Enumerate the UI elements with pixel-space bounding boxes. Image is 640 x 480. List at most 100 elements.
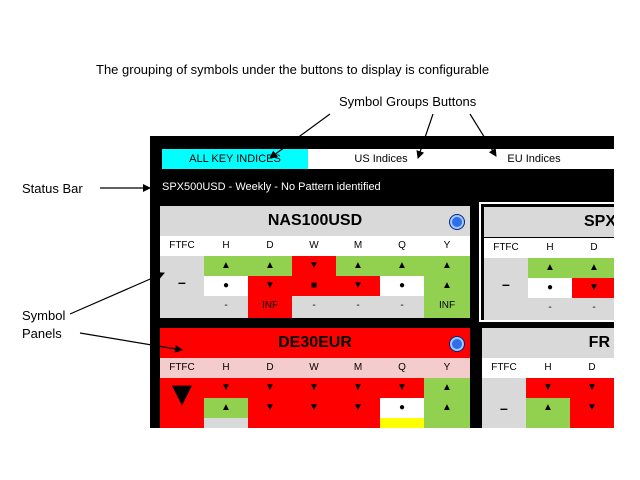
symbol-panels-caption-line2: Panels [22,326,62,341]
col-label-m: M [353,362,363,373]
trend-cell: ▼ [248,378,292,398]
trend-cell: ▼ [570,378,614,398]
ftfc-cell [484,258,528,320]
col-label-h: H [546,242,554,253]
trend-cell: ▼ [380,378,424,398]
col-label-y: Y [443,362,451,373]
arrow-to-nas-panel [69,272,165,315]
configurable-caption: The grouping of symbols under the button… [96,62,490,77]
pattern-cell [380,418,424,428]
candle-cell: ▼ [248,276,292,296]
ftfc-value: – [500,400,508,416]
pattern-cell [336,418,380,428]
column-header-row: FTFC H D [482,358,614,378]
candle-cell: ▼ [292,398,336,418]
pattern-cell: - [336,296,380,318]
candle-cell: ▲ [424,276,470,296]
col-label-w: W [309,240,319,251]
ftfc-cell [160,256,204,318]
col-label-w: W [309,362,319,373]
trend-cell: ▲ [336,256,380,276]
col-label-ftfc: FTFC [491,362,517,373]
pattern-cell [424,418,470,428]
col-label-h: H [544,362,552,373]
arrow-to-us-indices [416,113,434,159]
trend-cell: ▼ [526,378,570,398]
status-dot-icon [450,337,464,351]
pattern-cell: - [572,298,614,320]
trend-cell: ▲ [424,256,470,276]
trend-cell: ▲ [528,258,572,278]
ftfc-value: – [502,276,510,292]
arrow-to-all-key-indices [269,113,331,159]
pattern-cell [248,418,292,428]
column-header-row: FTFC H D W M Q Y [160,236,470,256]
status-bar: SPX500USD - Weekly - No Pattern identifi… [162,181,381,193]
indicator-window: ALL KEY INDICES US Indices EU Indices SP… [150,136,614,428]
pattern-cell [292,418,336,428]
col-label-ftfc: FTFC [169,240,195,251]
panel-title: SPX [484,207,614,237]
symbol-panel-spx500usd[interactable]: SPX FTFC H D – ▲ ▲ ● ▼ - - [479,202,614,322]
candle-cell: ▼ [336,276,380,296]
pattern-cell: INF [248,296,292,318]
status-bar-caption: Status Bar [22,181,83,196]
trend-cell: ▲ [380,256,424,276]
symbol-panel-fr[interactable]: FR FTFC H D – ▼ ▼ ▲ ▼ [482,328,614,428]
arrow-to-eu-indices [469,113,497,157]
candle-cell: ● [380,398,424,418]
column-header-row: FTFC H D W M Q Y [160,358,470,378]
symbol-panel-de30eur[interactable]: DE30EUR FTFC H D W M Q Y ▼ ▼ ▼ ▼ ▼ ▼ ▲ ▲… [160,328,474,428]
col-label-q: Q [398,362,406,373]
column-header-row: FTFC H D [484,238,614,258]
trend-cell: ▲ [204,256,248,276]
trend-cell: ▼ [292,256,336,276]
col-label-h: H [222,240,230,251]
candle-cell: ▼ [572,278,614,298]
candle-cell: ■ [292,276,336,296]
col-label-h: H [222,362,230,373]
col-label-ftfc: FTFC [169,362,195,373]
candle-cell: ▼ [336,398,380,418]
col-label-d: D [266,362,274,373]
col-label-d: D [590,242,598,253]
ftfc-cell [482,378,526,428]
symbol-panel-nas100usd[interactable]: NAS100USD FTFC H D W M Q Y – ▲ ▲ ▼ ▲ ▲ ▲… [160,206,474,322]
arrow-to-de30-panel [79,332,183,353]
status-dot-icon [450,215,464,229]
candle-cell: ▼ [248,398,292,418]
trend-cell: ▲ [424,378,470,398]
pattern-cell: INF [424,296,470,318]
candle-cell: ▲ [204,398,248,418]
col-label-ftfc: FTFC [493,242,519,253]
panel-title: DE30EUR [160,328,470,358]
ftfc-cell [160,378,204,428]
col-label-d: D [266,240,274,251]
pattern-cell [204,418,248,428]
candle-cell: ● [380,276,424,296]
panel-title: FR [482,328,614,358]
pattern-cell [526,418,570,428]
candle-cell: ▲ [424,398,470,418]
pattern-cell: - [528,298,572,320]
pattern-cell: - [204,296,248,318]
col-label-q: Q [398,240,406,251]
trend-cell: ▲ [248,256,292,276]
ftfc-down-arrow-icon: ▼ [165,375,199,413]
col-label-m: M [353,240,363,251]
candle-cell: ● [528,278,572,298]
panel-title: NAS100USD [160,206,470,236]
pattern-cell: - [380,296,424,318]
trend-cell: ▼ [292,378,336,398]
pattern-cell [570,418,614,428]
symbol-panels-caption-line1: Symbol [22,308,66,323]
col-label-y: Y [443,240,451,251]
candle-cell: ▼ [570,398,614,418]
ftfc-value: – [178,274,186,290]
trend-cell: ▼ [336,378,380,398]
symbol-groups-caption: Symbol Groups Buttons [339,94,477,109]
candle-cell: ● [204,276,248,296]
candle-cell: ▲ [526,398,570,418]
pattern-cell: - [292,296,336,318]
